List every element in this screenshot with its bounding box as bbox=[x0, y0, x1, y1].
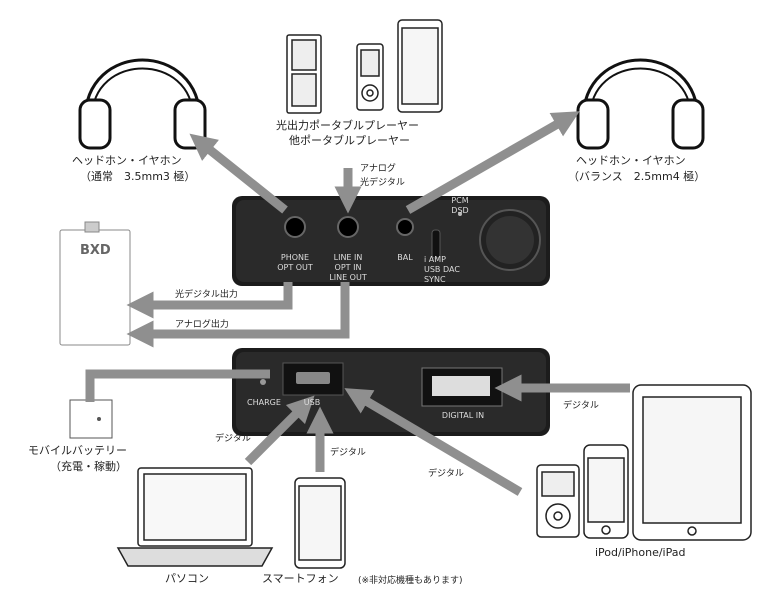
line-jack-label: LINE IN OPT IN LINE OUT bbox=[329, 253, 367, 282]
digital-pc-label: デジタル bbox=[215, 434, 251, 444]
iphone-icon bbox=[583, 444, 629, 539]
optical-label-top: 光デジタル bbox=[360, 178, 405, 188]
digital-phone-label: デジタル bbox=[330, 448, 366, 458]
headphone-left-icon bbox=[78, 58, 207, 150]
headphone-right-sub: （バランス 2.5mm4 極） bbox=[568, 170, 706, 183]
digital-ios-label: デジタル bbox=[428, 469, 464, 479]
analog-out-label: アナログ出力 bbox=[175, 320, 229, 330]
headphone-right-icon bbox=[576, 58, 705, 150]
ipod-icon bbox=[536, 464, 580, 538]
headphone-left-label: ヘッドホン・イヤホン bbox=[72, 154, 182, 167]
ipad-icon bbox=[632, 384, 752, 541]
headphone-left-sub: （通常 3.5mm3 極） bbox=[80, 170, 196, 183]
battery-label-1: モバイルバッテリー bbox=[28, 444, 127, 457]
smartphone-icon bbox=[294, 477, 346, 569]
smartphone-label: スマートフォン bbox=[262, 572, 339, 585]
portable-player-icons bbox=[286, 19, 443, 114]
optical-out-label: 光デジタル出力 bbox=[175, 290, 238, 300]
bal-jack-label: BAL bbox=[397, 253, 413, 262]
connection-arrows bbox=[85, 111, 630, 496]
bottom-panel bbox=[232, 348, 550, 436]
player-label-2: 他ポータブルプレーヤー bbox=[289, 134, 410, 147]
ios-devices-label: iPod/iPhone/iPad bbox=[595, 546, 686, 559]
charge-label: CHARGE bbox=[247, 398, 281, 407]
headphone-right-label: ヘッドホン・イヤホン bbox=[576, 154, 686, 167]
digital-ipad-label: デジタル bbox=[563, 401, 599, 411]
player-label-1: 光出力ポータブルプレーヤー bbox=[276, 119, 419, 132]
digital-in-label: DIGITAL IN bbox=[441, 411, 485, 420]
smartphone-note: (※非対応機種もあります) bbox=[358, 576, 463, 586]
pc-label: パソコン bbox=[165, 572, 209, 585]
device-brand: BXD bbox=[80, 243, 111, 258]
analog-label-top: アナログ bbox=[360, 164, 396, 174]
phone-jack-label: PHONE OPT OUT bbox=[277, 253, 313, 272]
top-panel bbox=[232, 196, 550, 286]
bxd-device bbox=[59, 221, 131, 346]
mode-switch-label: i AMP USB DAC SYNC bbox=[424, 255, 460, 284]
mobile-battery-icon bbox=[69, 399, 113, 439]
laptop-icon bbox=[116, 467, 274, 567]
usb-label: USB bbox=[303, 398, 321, 407]
pcm-dsd-label: PCM DSD bbox=[451, 196, 469, 215]
battery-label-2: （充電・稼動） bbox=[50, 460, 127, 473]
